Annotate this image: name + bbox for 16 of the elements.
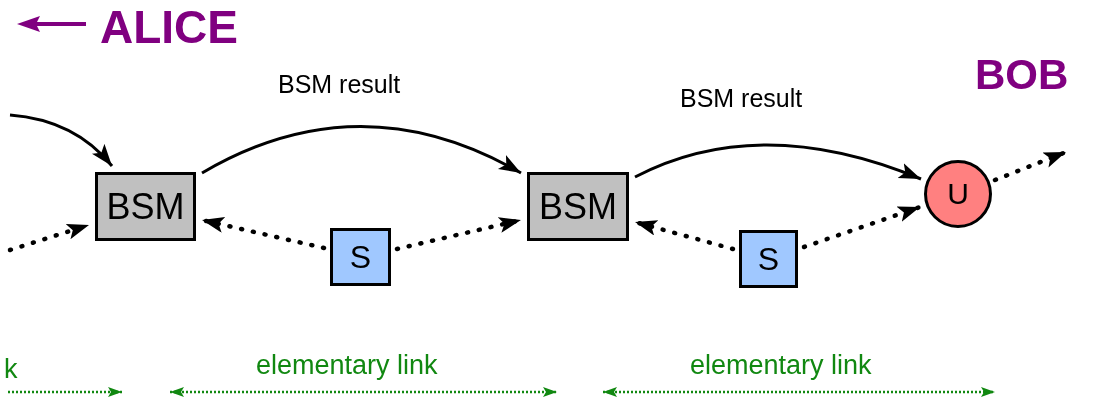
edge-label: BSM result (680, 86, 803, 111)
link-label: k (4, 356, 18, 383)
arrow (634, 143, 922, 181)
circle-node: U (924, 160, 992, 228)
source-box: S (330, 228, 391, 286)
arrow (9, 113, 114, 167)
process-box: BSM (527, 172, 629, 241)
side-label: ALICE (100, 4, 238, 50)
link-label: elementary link (256, 352, 438, 379)
arrow (201, 125, 522, 175)
link-label: elementary link (690, 352, 872, 379)
side-label: BOB (975, 54, 1069, 96)
process-box: BSM (95, 172, 196, 241)
edge-label: BSM result (278, 72, 401, 97)
source-box: S (739, 230, 798, 288)
dotted-arrow (801, 204, 923, 250)
